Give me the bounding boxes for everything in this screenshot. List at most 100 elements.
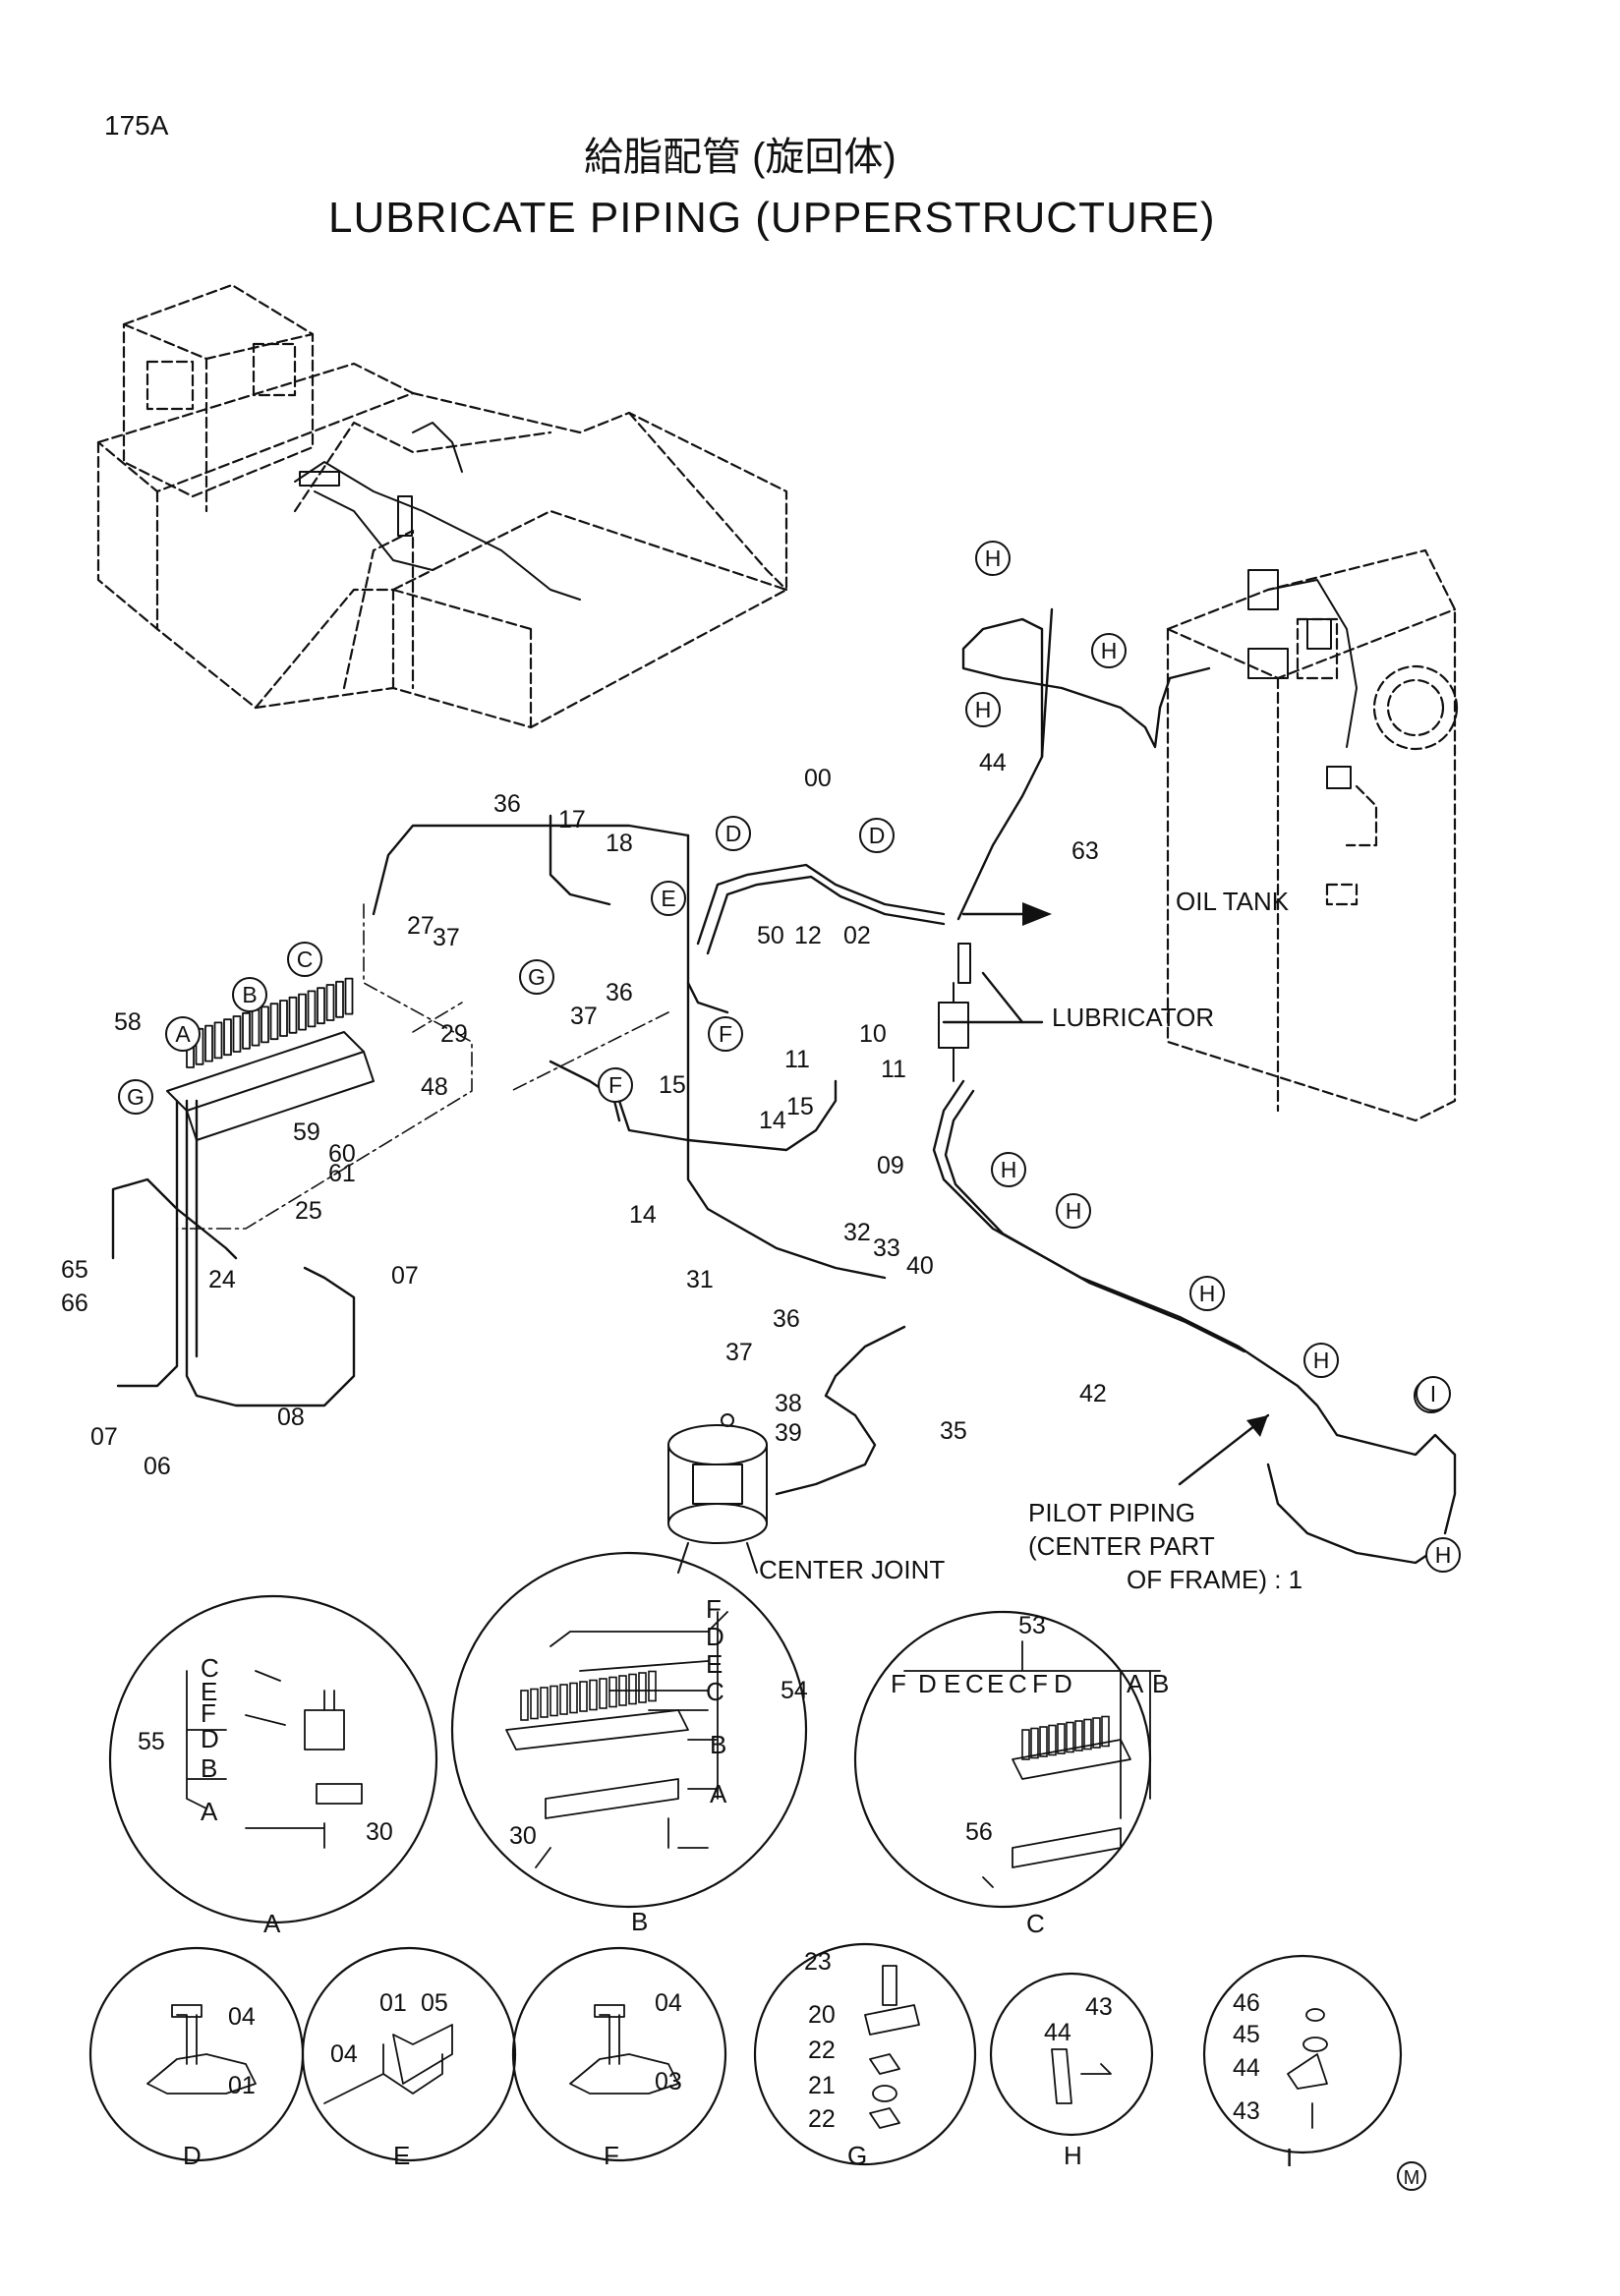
manifold-valve xyxy=(204,1024,213,1062)
detail-F-clamp xyxy=(569,2004,679,2095)
detail-balloon-letter: F xyxy=(608,1072,622,1098)
part-number-21: 21 xyxy=(808,2072,836,2099)
part-number-61: 61 xyxy=(328,1160,356,1187)
detail-balloon-letter: H xyxy=(985,545,1002,571)
detail-tag-d: D xyxy=(1054,1669,1072,1698)
detail-balloon-b: B xyxy=(232,977,267,1012)
detail-caption-f: F xyxy=(604,2141,619,2170)
grease-manifold-bank xyxy=(166,1031,375,1141)
part-number-01: 01 xyxy=(379,1989,407,2017)
manifold-valve xyxy=(213,1021,223,1060)
manifold-valve xyxy=(317,987,325,1025)
part-number-02: 02 xyxy=(843,922,871,949)
detail-caption-h: H xyxy=(1064,2141,1082,2170)
detail-tag-d: D xyxy=(918,1669,937,1698)
part-number-38: 38 xyxy=(775,1390,802,1417)
part-number-39: 39 xyxy=(775,1419,802,1447)
part-number-44: 44 xyxy=(1233,2054,1260,2082)
part-number-59: 59 xyxy=(293,1119,320,1146)
part-number-23: 23 xyxy=(804,1948,832,1976)
part-number-40: 40 xyxy=(906,1252,934,1280)
detail-balloon-letter: H xyxy=(1313,1348,1330,1373)
detail-tag-c: C xyxy=(965,1669,984,1698)
lubricator-unit xyxy=(938,943,971,1082)
detail-tag-b: B xyxy=(201,1753,217,1783)
part-number-12: 12 xyxy=(794,922,822,949)
part-number-30: 30 xyxy=(366,1818,393,1846)
detail-tag-f: F xyxy=(891,1669,906,1698)
part-number-43: 43 xyxy=(1233,2097,1260,2125)
detail-balloon-h: H xyxy=(1189,1276,1225,1311)
manifold-valve xyxy=(335,980,344,1018)
detail-circles xyxy=(88,1551,1403,2166)
detail-balloon-letter: G xyxy=(127,1084,145,1110)
lube-piping xyxy=(111,607,1457,1565)
detail-balloon-f: F xyxy=(598,1067,633,1103)
part-number-63: 63 xyxy=(1071,837,1099,865)
part-number-43: 43 xyxy=(1085,1993,1113,2021)
detail-manifold-valve xyxy=(579,1681,588,1712)
detail-manifold-valve xyxy=(618,1675,627,1706)
center-joint xyxy=(667,1413,768,1574)
manifold-valve xyxy=(223,1018,232,1057)
detail-manifold-valve xyxy=(540,1687,549,1718)
oil-tank xyxy=(1166,548,1459,1122)
detail-balloon-letter: D xyxy=(869,823,886,848)
detail-balloon-letter: H xyxy=(1066,1198,1082,1224)
part-number-35: 35 xyxy=(940,1417,967,1445)
page-number: 175A xyxy=(104,110,169,141)
detail-tag-f: F xyxy=(1032,1669,1048,1698)
detail-balloon-h: H xyxy=(1056,1193,1091,1229)
part-number-53: 53 xyxy=(1018,1612,1046,1639)
center-joint-label: CENTER JOINT xyxy=(759,1555,946,1584)
detail-tag-d: D xyxy=(201,1724,219,1753)
detail-manifold-valve xyxy=(1021,1729,1030,1760)
part-number-14: 14 xyxy=(759,1107,786,1134)
detail-balloon-e: E xyxy=(651,881,686,916)
part-number-01: 01 xyxy=(228,2072,256,2099)
detail-tag-c: C xyxy=(201,1653,219,1683)
part-number-29: 29 xyxy=(440,1020,468,1048)
part-number-18: 18 xyxy=(606,830,633,857)
detail-balloon-h: H xyxy=(1425,1537,1461,1573)
detail-manifold-valve xyxy=(559,1684,568,1715)
lubricator-label: LUBRICATOR xyxy=(1052,1003,1215,1032)
detail-tag-a: A xyxy=(1127,1669,1144,1698)
part-number-58: 58 xyxy=(114,1008,142,1036)
detail-manifold-valve xyxy=(569,1682,578,1714)
detail-tag-e: E xyxy=(201,1677,217,1706)
detail-manifold-valve xyxy=(1083,1718,1092,1751)
detail-manifold-valve xyxy=(628,1673,637,1705)
oil-tank-fittings xyxy=(1247,569,1358,789)
detail-tag-f: F xyxy=(201,1698,216,1728)
detail-balloon-letter: B xyxy=(242,982,257,1007)
detail-caption-c: C xyxy=(1026,1909,1045,1938)
part-number-36: 36 xyxy=(773,1305,800,1333)
part-number-46: 46 xyxy=(1233,1989,1260,2017)
part-number-37: 37 xyxy=(570,1003,598,1030)
detail-balloon-letter: H xyxy=(1001,1157,1017,1182)
manifold-valve xyxy=(325,984,335,1021)
detail-tag-b: B xyxy=(710,1730,726,1759)
detail-balloon-letter: H xyxy=(1199,1281,1216,1306)
manifold-valve xyxy=(298,993,307,1031)
part-number-08: 08 xyxy=(277,1404,305,1431)
detail-balloon-d: D xyxy=(859,818,895,853)
detail-balloon-g: G xyxy=(519,959,554,995)
detail-tag-b: B xyxy=(1152,1669,1169,1698)
machine-overview xyxy=(96,283,788,729)
detail-manifold-valve xyxy=(1066,1721,1074,1753)
detail-tag-e: E xyxy=(987,1669,1004,1698)
m-mark-letter: M xyxy=(1404,2167,1420,2189)
part-number-22: 22 xyxy=(808,2037,836,2064)
detail-balloon-letter: H xyxy=(1101,638,1118,663)
detail-balloon-g: G xyxy=(118,1079,153,1115)
detail-I-parts xyxy=(1287,2008,1328,2129)
detail-balloon-h: H xyxy=(975,541,1011,576)
part-number-66: 66 xyxy=(61,1290,88,1317)
part-number-09: 09 xyxy=(877,1152,904,1179)
detail-E-clamp xyxy=(323,2024,453,2104)
